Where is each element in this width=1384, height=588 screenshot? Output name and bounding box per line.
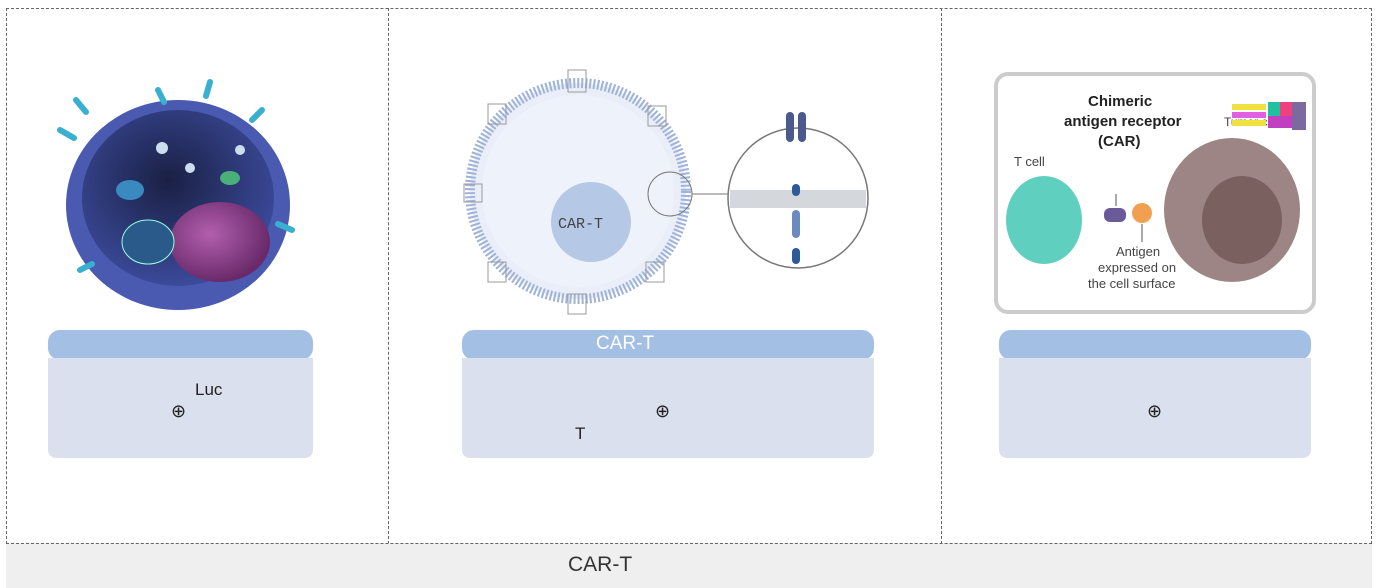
footer-bar: CAR-T [6,543,1372,588]
organelle [220,171,240,185]
cell-nucleus [170,202,270,282]
organelle [116,180,144,200]
label-receptor-line1: Chimeric [1088,93,1152,110]
card-title-middle: CAR-T [596,333,655,354]
label-t-cell: T cell [1014,154,1045,169]
organelle [121,219,175,265]
card-symbol-middle: ⊕ [655,401,671,421]
card-symbol-right: ⊕ [1147,401,1163,421]
cell-illustration [57,79,295,310]
car-binding-diagram: Chimeric antigen receptor (CAR) T cell T… [994,72,1316,314]
receptor-segment [792,184,800,196]
vesicle [235,145,245,155]
label-antigen-line1: Antigen [1116,244,1160,259]
panel-divider-right [941,8,942,544]
card-note-t: T [575,424,586,443]
car-t-diagram: CAR-T [463,69,869,315]
t-cell [1006,176,1082,264]
card-header-left [48,330,313,360]
panel-divider-left [388,8,389,544]
car-receptor [1104,208,1126,222]
vesicle [185,163,195,173]
car-t-core [551,182,631,262]
card-header-middle: CAR-T [462,330,874,360]
tumor-cell-shade [1202,176,1282,264]
antigen [1132,203,1152,223]
receptor-sketches [463,69,667,315]
footer-caption: CAR-T [568,553,633,576]
membrane-strip [730,190,866,208]
label-receptor-line2: antigen receptor [1064,113,1182,130]
label-receptor-line3: (CAR) [1098,133,1141,150]
card-header-right [999,330,1311,360]
card-body-middle [462,358,874,458]
card-symbol-left: ⊕ [171,401,187,421]
receptor-segment [798,112,806,142]
surface-receptors [57,79,295,273]
card-body-left [48,358,313,458]
car-t-cell-label: CAR-T [558,216,603,233]
vesicle [156,142,168,154]
receptor-segment [792,248,800,264]
receptor-segment [792,210,800,238]
corner-mosaic [1232,102,1306,130]
label-antigen-line3: the cell surface [1088,276,1175,291]
card-note-luc: Luc [195,380,223,399]
card-body-right [999,358,1311,458]
label-antigen-line2: expressed on [1098,260,1176,275]
receptor-segment [786,112,794,142]
